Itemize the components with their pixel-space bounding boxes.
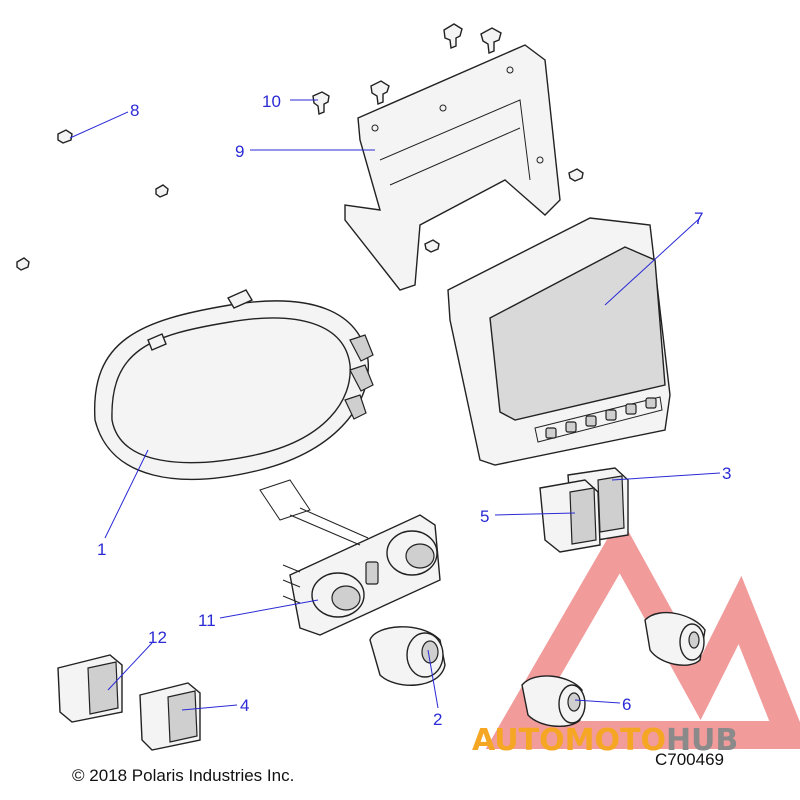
watermark-logo — [485, 516, 800, 749]
callout-12: 12 — [148, 628, 167, 647]
instrument-cluster — [94, 289, 374, 480]
leader-lines — [69, 99, 721, 711]
mounting-bracket — [344, 44, 561, 291]
callout-10: 10 — [262, 92, 281, 111]
callout-5: 5 — [480, 507, 489, 526]
callout-8: 8 — [130, 101, 139, 120]
callout-7: 7 — [694, 209, 703, 228]
callout-3: 3 — [722, 464, 731, 483]
display-screen — [447, 217, 671, 466]
screw-icon — [480, 27, 502, 54]
figure-code: C700469 — [655, 750, 725, 769]
switch-panel — [259, 479, 441, 636]
screw-icon — [370, 80, 390, 105]
callout-2: 2 — [433, 710, 442, 729]
watermark-text: AUTOMOTOHUB — [472, 723, 738, 758]
screw-icon — [568, 168, 584, 182]
watermark-text-part3: HUB — [666, 723, 738, 758]
watermark-text-part2: MOTO — [565, 723, 666, 758]
callout-9: 9 — [235, 142, 244, 161]
watermark-text-part1: AUTO — [472, 723, 565, 758]
screw-icon — [155, 184, 169, 198]
screw-icon — [57, 129, 73, 144]
screw-icon — [443, 23, 463, 49]
callout-4: 4 — [240, 696, 249, 715]
rocker-switch — [57, 654, 123, 723]
rocker-switch — [139, 682, 201, 751]
power-outlet — [369, 626, 446, 686]
copyright-notice: © 2018 Polaris Industries Inc. — [72, 766, 295, 785]
callout-1: 1 — [97, 540, 106, 559]
rocker-switch — [539, 479, 601, 553]
callout-11: 11 — [198, 611, 216, 630]
screw-icon — [424, 239, 440, 253]
screw-icon — [16, 257, 30, 271]
usb-outlet — [521, 675, 586, 727]
usb-outlet — [644, 611, 706, 666]
screw-icon — [312, 91, 330, 115]
callout-6: 6 — [622, 695, 631, 714]
